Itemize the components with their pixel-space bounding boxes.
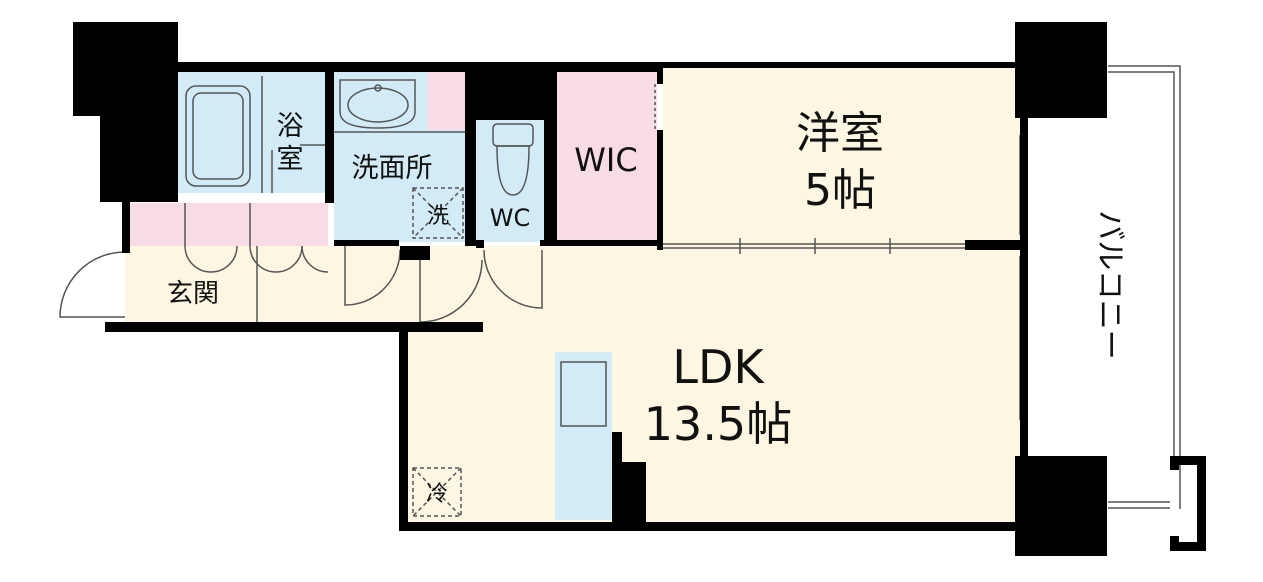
entrance-label: 玄関 [167,279,219,309]
bath-label-2: 室 [277,144,304,175]
washroom-label: 洗面所 [352,153,433,184]
western-room-floor [663,66,1020,246]
washer-space [412,187,464,239]
wc-label: WC [490,204,531,232]
balcony-label: バルコニー [1092,210,1127,359]
bathtub-inner [192,92,244,180]
ldk-size: 13.5帖 [644,397,792,451]
walls [73,22,1206,556]
room-labels: 浴 室 洗面所 洗 WC WIC 洋室 5帖 LDK 13.5帖 玄関 冷 バル… [167,108,1127,507]
kitchen-sink [560,361,607,427]
ldk-floor [405,246,1020,528]
ldk-name: LDK [672,340,765,394]
balcony-outline [1108,65,1181,509]
fridge-label: 冷 [426,482,448,507]
floor-fills [125,66,1020,528]
western-room-name: 洋室 [796,108,884,159]
bath-label-1: 浴 [277,111,304,142]
front-door-swing [59,251,126,318]
western-room-size: 5帖 [804,165,876,216]
entrance-floor [125,246,257,324]
washer-label: 洗 [427,204,449,229]
wic-label: WIC [574,141,637,179]
bathtub [185,85,251,187]
sink [339,79,416,129]
wic-floor [557,66,657,242]
kitchen-counter [555,352,612,520]
toilet-bowl [496,145,530,196]
wall-column-bottom-right [1015,456,1107,556]
wall-column-top-right [1015,22,1107,118]
linen-storage [427,72,465,130]
shoe-storage [130,203,328,246]
fridge-space [412,467,462,517]
